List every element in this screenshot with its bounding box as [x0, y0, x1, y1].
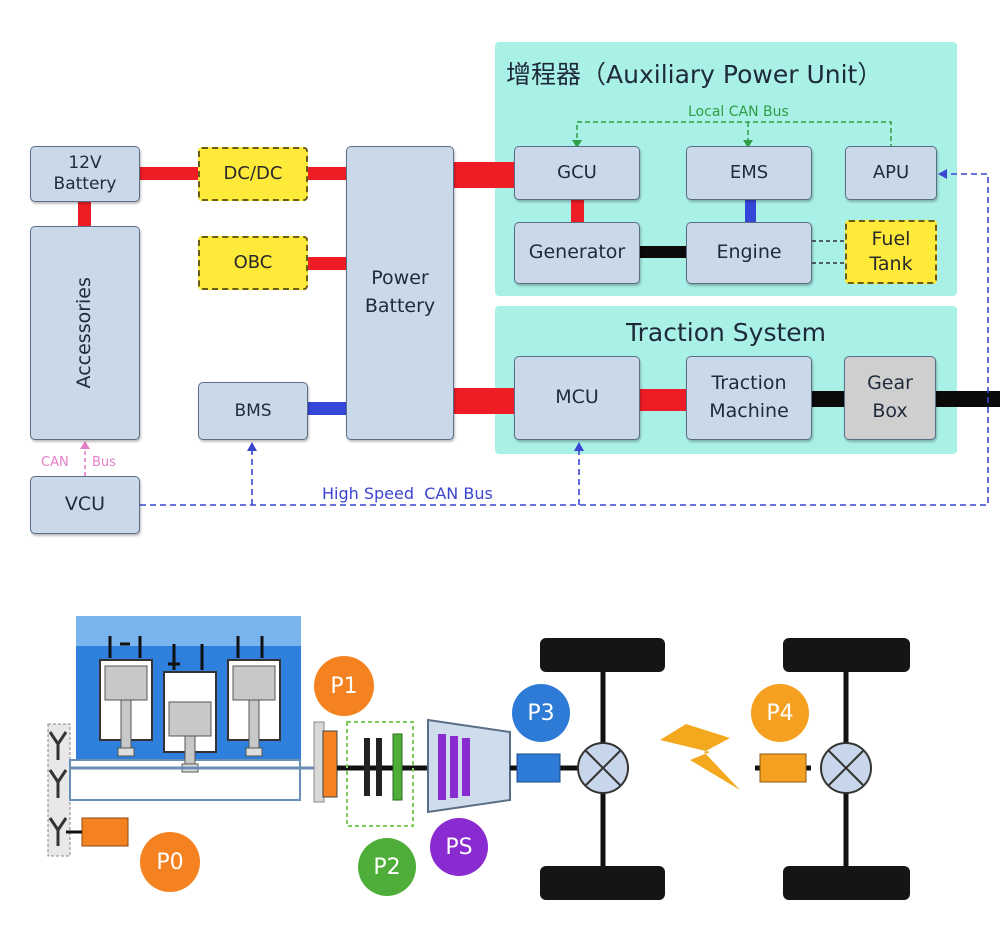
bms: BMS — [198, 382, 308, 440]
front-wheel-bottom — [540, 866, 665, 900]
high-speed-can-label: High Speed CAN Bus — [322, 484, 493, 503]
p1-motor — [322, 730, 338, 798]
front-wheel-top — [540, 638, 665, 672]
wire-ems-engine — [745, 200, 756, 222]
lightning-icon — [660, 724, 740, 790]
wire-mcu-tm — [640, 389, 686, 411]
can-label: CAN — [41, 455, 69, 470]
p2-motor — [392, 733, 403, 801]
engine: Engine — [686, 222, 812, 284]
ems: EMS — [686, 146, 812, 200]
rear-wheel-bottom — [783, 866, 910, 900]
top-connectors — [78, 121, 1000, 506]
p4-badge: P4 — [751, 684, 809, 742]
local-can-label: Local CAN Bus — [688, 104, 789, 120]
wire-pb-mcu — [454, 388, 514, 414]
wire-12v-acc — [78, 202, 91, 228]
vcu: VCU — [30, 476, 140, 534]
battery-12v: 12V Battery — [30, 146, 140, 202]
wire-pb-gcu — [454, 162, 514, 188]
traction-machine: Traction Machine — [686, 356, 812, 440]
obc: OBC — [198, 236, 308, 290]
accessories: Accessories — [30, 226, 140, 440]
apu: APU — [845, 146, 937, 200]
traction-title: Traction System — [626, 318, 826, 347]
generator: Generator — [514, 222, 640, 284]
wire-bms-pb — [308, 402, 346, 415]
wire-dcdc-pb — [308, 167, 346, 180]
p3-badge: P3 — [512, 684, 570, 742]
p1-badge: P1 — [314, 656, 374, 716]
wire-obc-pb — [308, 257, 346, 270]
p0-motor — [81, 817, 129, 847]
fuel-tank: Fuel Tank — [845, 220, 937, 284]
wire-gcu-gen — [571, 200, 584, 222]
mcu: MCU — [514, 356, 640, 440]
p2-zone — [346, 721, 414, 827]
shaft-gear-out — [936, 391, 1000, 407]
power-battery: Power Battery — [346, 146, 454, 440]
rear-wheel-top — [783, 638, 910, 672]
wire-12v-dcdc — [140, 167, 198, 180]
shaft-tm-gear — [812, 391, 844, 407]
apu-title: 增程器（Auxiliary Power Unit） — [506, 60, 883, 89]
p4-motor — [759, 753, 807, 783]
cylinders — [99, 636, 281, 773]
p2-badge: P2 — [358, 838, 416, 896]
shaft-gen-engine — [640, 246, 686, 258]
dcdc: DC/DC — [198, 147, 308, 201]
ps-badge: PS — [430, 818, 488, 876]
gcu: GCU — [514, 146, 640, 200]
gear-box: Gear Box — [844, 356, 936, 440]
pulley-icons — [48, 731, 68, 846]
p0-badge: P0 — [140, 832, 200, 892]
p3-motor — [516, 753, 561, 783]
bus-label: Bus — [92, 455, 116, 470]
